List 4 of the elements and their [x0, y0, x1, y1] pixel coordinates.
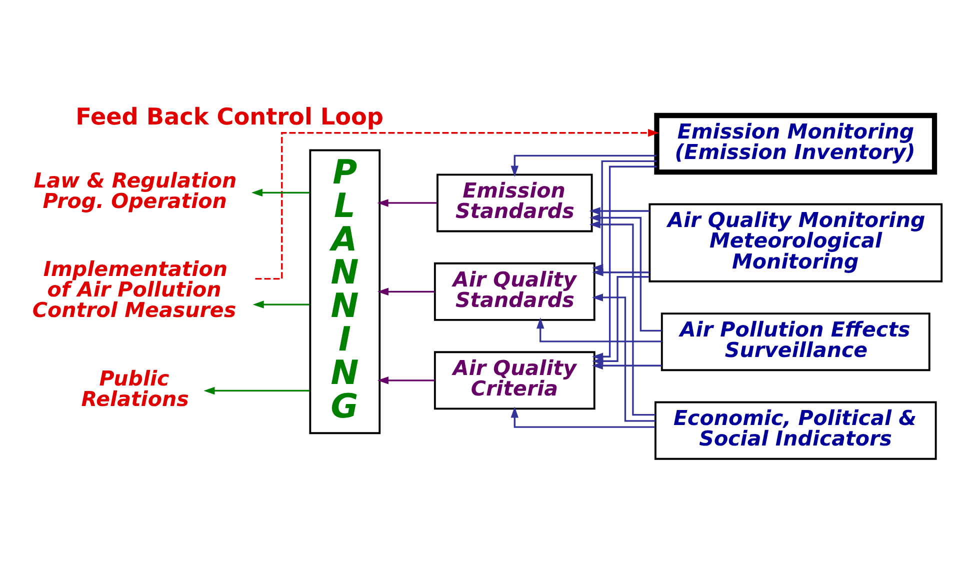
- node-text: Law & Regulation Prog. Operation: [34, 168, 237, 212]
- edge-label: Feed Back Control Loop: [76, 104, 384, 130]
- node-text: Implementation of Air Pollution Control Measures: [32, 256, 236, 322]
- node-text: Public Relations: [81, 366, 189, 410]
